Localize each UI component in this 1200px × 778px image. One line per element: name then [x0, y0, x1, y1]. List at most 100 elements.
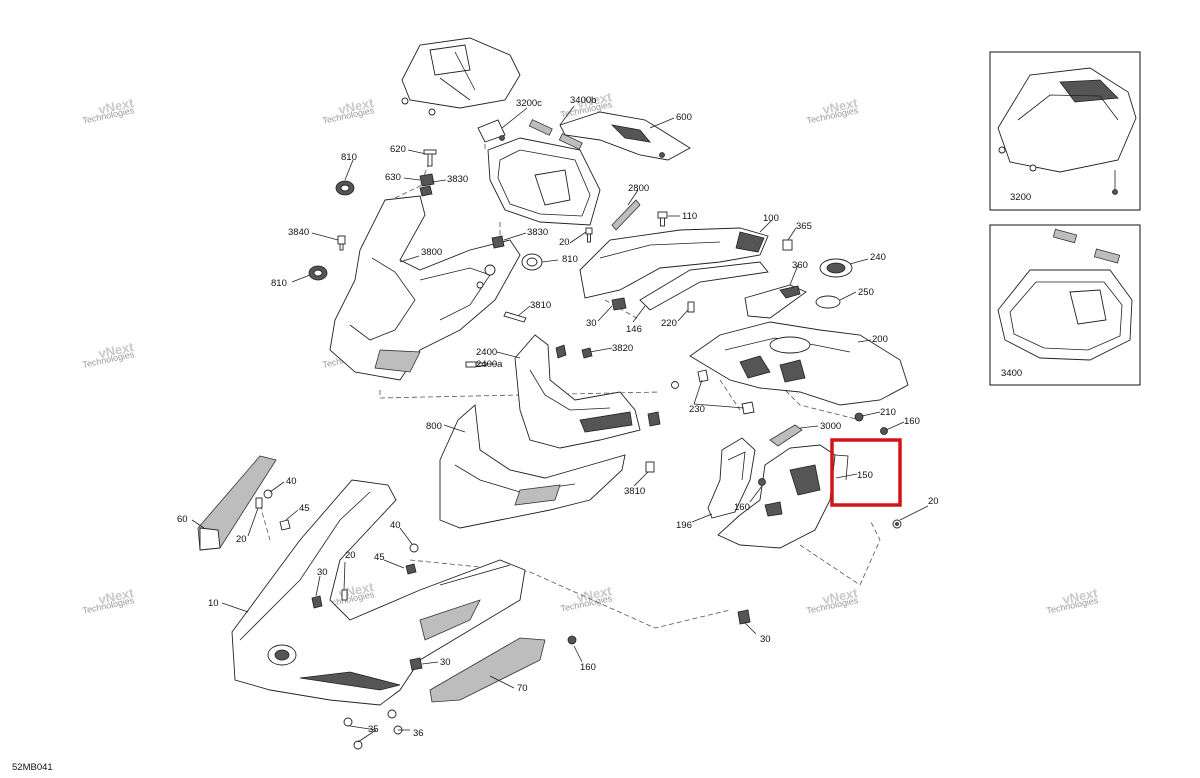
label-45-a: 45 [299, 503, 310, 514]
part-360-cap [744, 284, 807, 319]
callout-labels: 3200c 3400b 600 620 810 630 3830 2800 11… [177, 95, 939, 739]
label-20-b: 20 [928, 496, 939, 507]
label-20-c: 20 [236, 534, 247, 545]
label-20-d: 20 [345, 550, 356, 561]
label-150: 150 [857, 470, 873, 481]
svg-text:vNext: vNext [97, 585, 135, 607]
part-810-grommet-c [521, 253, 543, 271]
label-630: 630 [385, 172, 401, 183]
part-3810-screw-a [503, 311, 527, 323]
label-160-a: 160 [904, 416, 920, 427]
part-20-screw-d [341, 589, 348, 601]
part-100-panel [579, 227, 769, 299]
part-small-washer [671, 381, 679, 389]
part-200-console [689, 321, 909, 406]
part-36-clip [387, 709, 403, 735]
label-30-a: 30 [586, 318, 597, 329]
label-250: 250 [858, 287, 874, 298]
part-3000-plate [769, 424, 803, 447]
part-620-screw [423, 149, 437, 167]
part-70-strip [429, 637, 546, 703]
part-600 [559, 111, 691, 161]
part-230-clip-a [697, 369, 709, 383]
part-810-grommet-b [308, 265, 328, 281]
watermark-12: vNext Technologies [806, 585, 860, 616]
part-35-screw [343, 717, 363, 750]
part-210-nut [854, 412, 864, 422]
part-45-clip-a [279, 519, 291, 531]
part-365-spacer [782, 239, 793, 251]
label-2800: 2800 [628, 183, 649, 194]
part-60-rail [197, 455, 277, 551]
label-2400a: 2400a [476, 359, 503, 370]
label-600: 600 [676, 112, 692, 123]
part-220-screw [687, 301, 695, 313]
part-2400a-screw [465, 361, 487, 368]
svg-text:vNext: vNext [575, 89, 613, 111]
part-10-fairing [231, 479, 526, 706]
svg-text:vNext: vNext [1061, 585, 1099, 607]
label-35: 35 [368, 724, 379, 735]
label-810-b: 810 [562, 254, 578, 265]
part-160-nut-c [567, 635, 577, 645]
part-2400-duct [514, 334, 641, 449]
label-3830-a: 3830 [447, 174, 468, 185]
part-810-grommet-a [335, 180, 355, 196]
svg-text:vNext: vNext [575, 583, 613, 605]
svg-text:vNext: vNext [97, 339, 135, 361]
label-160-c: 160 [580, 662, 596, 673]
label-40-b: 40 [390, 520, 401, 531]
inset-3200-label: 3200 [1010, 192, 1031, 203]
watermark-11: vNext Technologies [560, 583, 614, 614]
part-3820-clip [555, 344, 593, 359]
label-3000: 3000 [820, 421, 841, 432]
label-3200c: 3200c [516, 98, 542, 109]
label-146: 146 [626, 324, 642, 335]
label-3400b: 3400b [570, 95, 596, 106]
label-30-c: 30 [440, 657, 451, 668]
label-40-a: 40 [286, 476, 297, 487]
part-800-lens [439, 404, 626, 529]
label-70: 70 [517, 683, 528, 694]
diagram-code: 52MB041 [12, 762, 53, 773]
part-3830-clip-a [419, 185, 433, 197]
label-240: 240 [870, 252, 886, 263]
label-2400: 2400 [476, 347, 497, 358]
label-620: 620 [390, 144, 406, 155]
label-200: 200 [872, 334, 888, 345]
part-2800 [611, 199, 641, 231]
part-230-clip-b [741, 401, 755, 415]
part-45-clip-b [405, 563, 417, 575]
watermark-13: vNext Technologies [1046, 585, 1100, 616]
part-3830-clip-b [491, 235, 505, 249]
label-160-b: 160 [734, 502, 750, 513]
part-20-screw-a [585, 227, 593, 243]
part-40-washer-b [409, 543, 419, 553]
part-196-insert [707, 437, 756, 519]
label-230: 230 [689, 404, 705, 415]
label-36: 36 [413, 728, 424, 739]
part-30-nut-a [611, 297, 627, 311]
inset-3400-label: 3400 [1001, 368, 1022, 379]
part-630-clip [419, 173, 435, 187]
label-3810-b: 3810 [624, 486, 645, 497]
part-146-strip [639, 261, 769, 311]
part-20-screw-b [892, 519, 902, 529]
part-20-screw-c [255, 497, 263, 509]
label-3830-b: 3830 [527, 227, 548, 238]
part-30-nut-c [409, 657, 423, 671]
part-storage-frame [487, 137, 601, 226]
label-45-b: 45 [374, 552, 385, 563]
label-810-a: 810 [341, 152, 357, 163]
label-30-d: 30 [760, 634, 771, 645]
part-110-screw [657, 211, 668, 227]
svg-text:vNext: vNext [821, 585, 859, 607]
label-60: 60 [177, 514, 188, 525]
label-360: 360 [792, 260, 808, 271]
part-3400b-strips [528, 119, 583, 150]
part-250-oring [815, 295, 841, 309]
leader-lines [191, 105, 929, 743]
label-20-a: 20 [559, 237, 570, 248]
svg-text:vNext: vNext [821, 95, 859, 117]
